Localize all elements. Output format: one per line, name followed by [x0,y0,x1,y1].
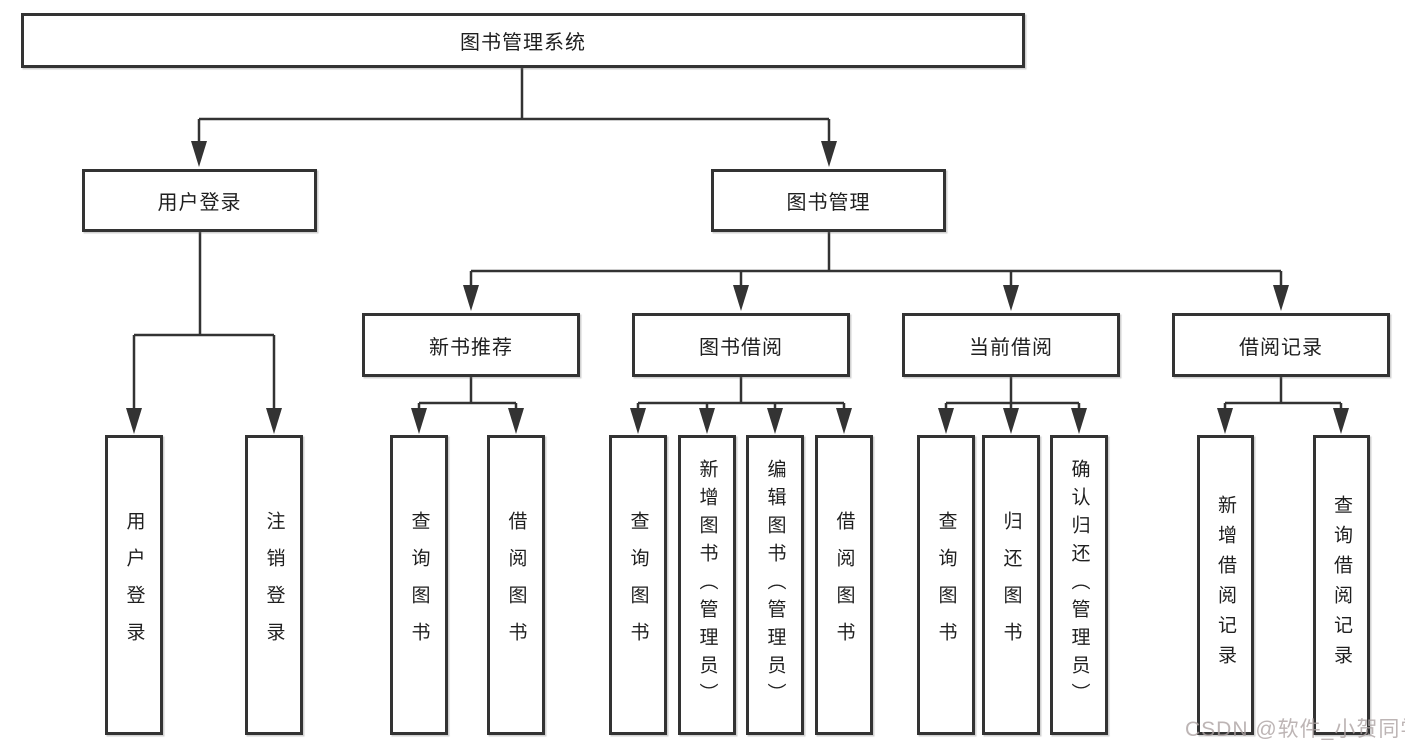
leaf-return-book: 归还图书 [982,435,1040,735]
node-current-borrowing: 当前借阅 [902,313,1120,377]
leaf-add-book-admin: 新增图书（管理员） [678,435,736,735]
node-label: 借阅记录 [1239,336,1323,359]
node-label: 当前借阅 [969,336,1053,359]
leaf-query-books-recommend: 查询图书 [390,435,448,735]
leaf-add-borrow-record: 新增借阅记录 [1197,435,1254,735]
leaf-user-login: 用户登录 [105,435,163,735]
leaf-query-books-current: 查询图书 [917,435,975,735]
node-label: 图书管理系统 [460,32,586,54]
leaf-edit-book-admin: 编辑图书（管理员） [746,435,804,735]
leaf-label: 归还图书 [1000,511,1022,659]
node-user-login: 用户登录 [82,169,317,232]
node-label: 新书推荐 [429,336,513,359]
leaf-label: 借阅图书 [833,511,855,659]
node-library-management-system: 图书管理系统 [21,13,1025,68]
node-borrowing-records: 借阅记录 [1172,313,1390,377]
node-new-book-recommendation: 新书推荐 [362,313,580,377]
leaf-query-books-borrowing: 查询图书 [609,435,667,735]
leaf-label: 查询图书 [935,511,957,659]
node-label: 用户登录 [157,192,242,214]
node-book-management: 图书管理 [711,169,946,232]
leaf-borrow-books-recommend: 借阅图书 [487,435,545,735]
leaf-label: 用户登录 [123,511,145,659]
node-book-borrowing: 图书借阅 [632,313,850,377]
leaf-label: 注销登录 [263,511,285,659]
csdn-watermark: CSDN @软件_小贺同学 [1185,718,1405,741]
leaf-label: 借阅图书 [505,511,527,659]
leaf-label: 查询图书 [408,511,430,659]
leaf-label: 查询图书 [627,511,649,659]
leaf-confirm-return-admin: 确认归还（管理员） [1050,435,1108,735]
leaf-borrow-books-borrowing: 借阅图书 [815,435,873,735]
leaf-label: 确认归还（管理员） [1068,459,1090,711]
node-label: 图书借阅 [699,336,783,359]
leaf-label: 查询借阅记录 [1331,495,1352,675]
leaf-logout: 注销登录 [245,435,303,735]
leaf-label: 新增借阅记录 [1215,495,1236,675]
leaf-label: 新增图书（管理员） [696,459,718,711]
leaf-label: 编辑图书（管理员） [764,459,786,711]
node-label: 图书管理 [786,192,871,214]
leaf-query-borrow-record: 查询借阅记录 [1313,435,1370,735]
